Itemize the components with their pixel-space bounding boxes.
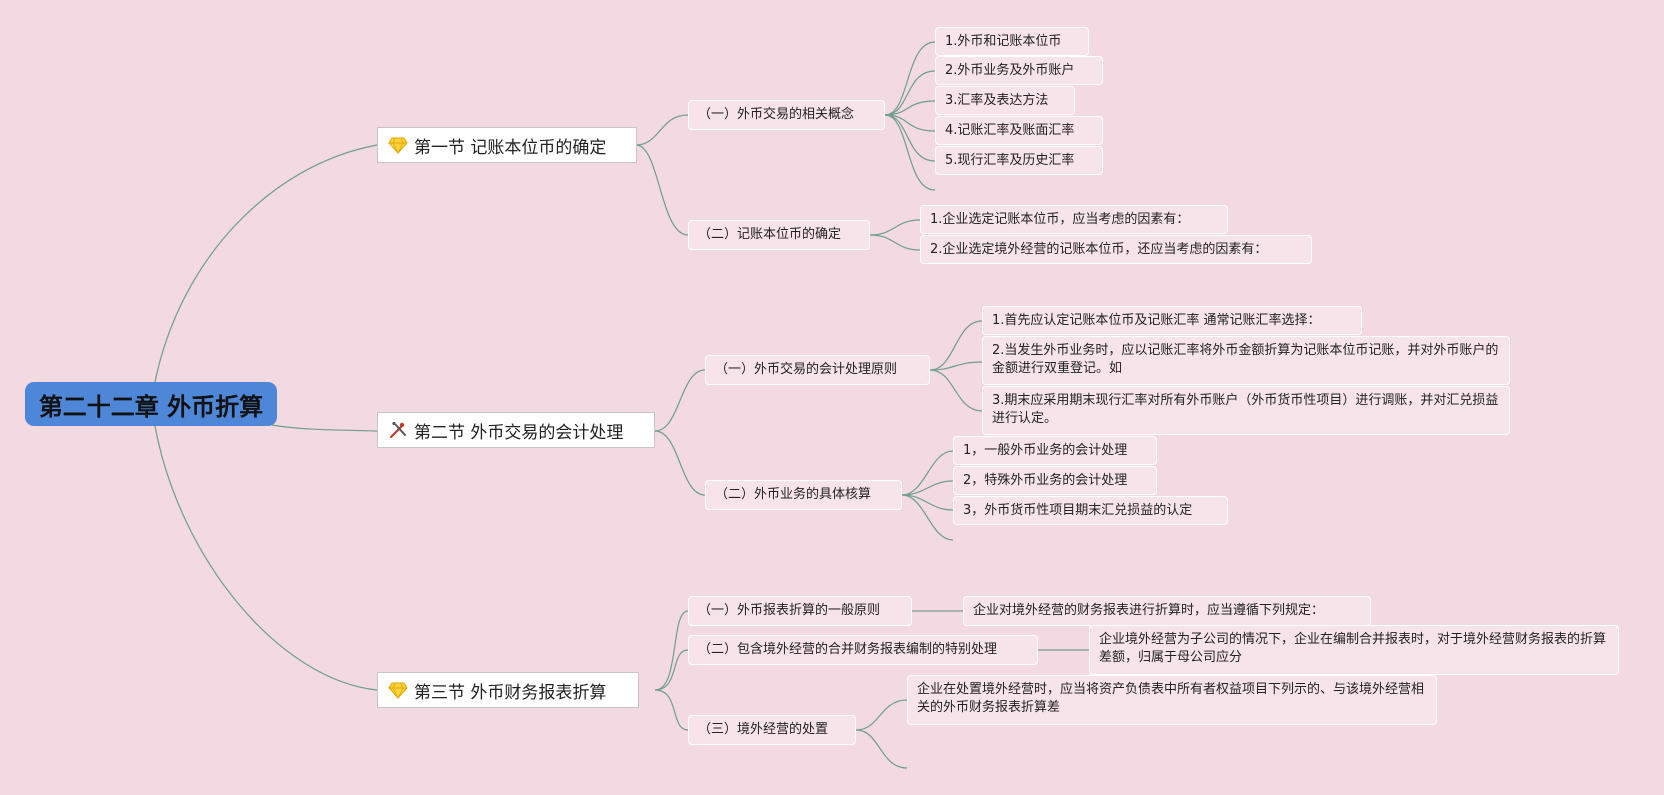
section-2-label: 第二节 外币交易的会计处理 xyxy=(414,422,624,443)
item-2-1-1[interactable]: 1.首先应认定记账本位币及记账汇率 通常记账汇率选择： xyxy=(982,306,1362,335)
link-s2-t2 xyxy=(654,430,706,496)
tools-icon xyxy=(389,421,406,439)
topic-3-1[interactable]: （一）外币报表折算的一般原则 xyxy=(688,596,912,626)
item-3-1-1[interactable]: 企业对境外经营的财务报表进行折算时，应当遵循下列规定： xyxy=(963,596,1371,626)
root-topic-label: 第二十二章 外币折算 xyxy=(38,392,264,421)
item-1-1-5[interactable]: 5.现行汇率及历史汇率 xyxy=(935,146,1103,175)
item-1-1-1[interactable]: 1.外币和记账本位币 xyxy=(935,27,1089,56)
section-1-node[interactable]: 第一节 记账本位币的确定 xyxy=(377,127,637,163)
item-2-1-2[interactable]: 2.当发生外币业务时，应以记账汇率将外币金额折算为记账本位币记账，并对外币账户的… xyxy=(982,336,1510,385)
topic-3-2[interactable]: （二）包含境外经营的合并财务报表编制的特别处理 xyxy=(688,635,1038,665)
section-3-node[interactable]: 第三节 外币财务报表折算 xyxy=(377,672,639,708)
link-s3-t3 xyxy=(654,689,689,731)
link-root-sec3 xyxy=(154,425,378,691)
link-s1-t2 xyxy=(635,144,689,236)
link-s1-t1 xyxy=(635,114,689,146)
item-1-1-3[interactable]: 3.汇率及表达方法 xyxy=(935,86,1075,115)
link-s3-t2 xyxy=(654,649,689,691)
link-s2-t1 xyxy=(654,369,706,432)
link-root-sec1 xyxy=(154,144,378,383)
root-topic[interactable]: 第二十二章 外币折算 xyxy=(25,382,277,426)
topic-3-3[interactable]: （三）境外经营的处置 xyxy=(688,715,856,745)
diamond-icon xyxy=(388,682,408,699)
topic-1-1[interactable]: （一）外币交易的相关概念 xyxy=(688,100,885,130)
item-2-1-3[interactable]: 3.期末应采用期末现行汇率对所有外币账户（外币货币性项目）进行调账，并对汇兑损益… xyxy=(982,386,1510,435)
item-2-2-2[interactable]: 2，特殊外币业务的会计处理 xyxy=(953,466,1157,495)
section-3-label: 第三节 外币财务报表折算 xyxy=(414,682,607,703)
topic-1-2[interactable]: （二）记账本位币的确定 xyxy=(688,220,870,250)
section-1-label: 第一节 记账本位币的确定 xyxy=(414,137,607,158)
item-1-2-2[interactable]: 2.企业选定境外经营的记账本位币，还应当考虑的因素有： xyxy=(920,235,1312,264)
link-s3-t1 xyxy=(654,610,689,691)
section-2-node[interactable]: 第二节 外币交易的会计处理 xyxy=(377,412,655,448)
item-3-3-1[interactable]: 企业在处置境外经营时，应当将资产负债表中所有者权益项目下列示的、与该境外经营相关… xyxy=(907,675,1437,725)
diamond-icon xyxy=(388,137,408,154)
item-1-1-2[interactable]: 2.外币业务及外币账户 xyxy=(935,56,1103,85)
item-2-2-3[interactable]: 3，外币货币性项目期末汇兑损益的认定 xyxy=(953,496,1228,525)
item-1-1-4[interactable]: 4.记账汇率及账面汇率 xyxy=(935,116,1103,145)
item-1-2-1[interactable]: 1.企业选定记账本位币，应当考虑的因素有： xyxy=(920,205,1228,234)
topic-2-1[interactable]: （一）外币交易的会计处理原则 xyxy=(705,355,930,385)
topic-2-2[interactable]: （二）外币业务的具体核算 xyxy=(705,480,902,510)
link-root-sec2 xyxy=(271,424,378,432)
item-3-2-1[interactable]: 企业境外经营为子公司的情况下，企业在编制合并报表时，对于境外经营财务报表的折算差… xyxy=(1089,625,1619,675)
item-2-2-1[interactable]: 1，一般外币业务的会计处理 xyxy=(953,436,1157,465)
